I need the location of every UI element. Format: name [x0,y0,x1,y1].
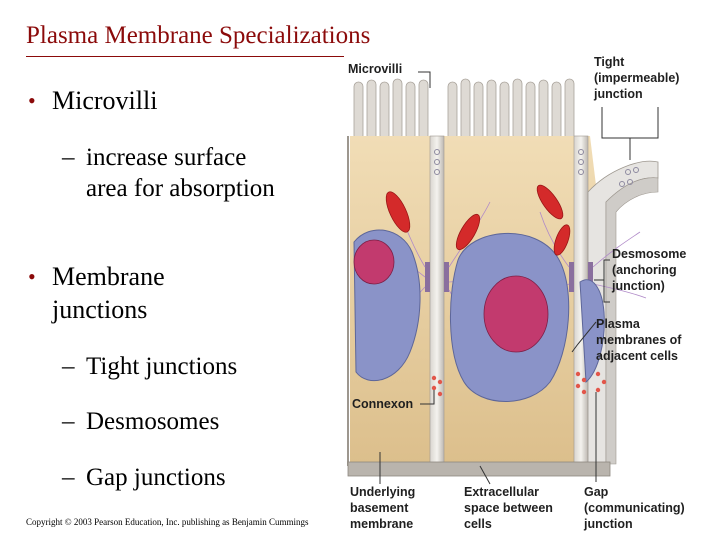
sub-bullet-text: Gap junctions [86,464,226,491]
cell-junctions-illustration [347,71,659,485]
label-line: junction) [612,279,665,293]
sub-bullet-marker: – [62,144,75,171]
cell-junctions-figure: Microvilli Tight (impermeable) junction … [340,52,720,540]
label-microvilli: Microvilli [348,62,403,76]
bullet-text: Microvilli [52,86,158,115]
label-gap-junction: Gap (communicating) junction [584,484,685,532]
sub-bullet-line: increase surface [86,144,247,171]
sub-bullet-marker: – [62,408,75,435]
bullet-marker: • [28,264,36,289]
label-line: Tight [594,55,625,69]
page-title: Plasma Membrane Specializations [26,22,371,49]
label-line: junction [584,517,633,531]
label-leader-lines [379,71,659,485]
nucleus-right [579,279,605,384]
sub-bullet-tight-junctions: – Tight junctions [62,351,342,383]
bullet-marker: • [28,88,36,113]
label-desmosome: Desmosome (anchoring junction) [612,246,686,294]
label-extracellular-space: Extracellular space between cells [464,484,553,532]
label-line: Desmosome [612,247,687,261]
nucleus-middle [450,233,570,402]
label-tight-junction: Tight (impermeable) junction [594,54,679,102]
label-line: membrane [350,517,414,531]
label-line: (communicating) [584,501,685,515]
label-plasma-membranes: Plasma membranes of adjacent cells [596,316,681,364]
sub-bullet-desmosomes: – Desmosomes [62,406,342,438]
microvilli-border [353,78,575,141]
label-line: membranes of [596,333,682,347]
mitochondria [385,184,571,256]
tight-junction [434,149,639,187]
sub-bullet-gap-junctions: – Gap junctions [62,462,342,494]
nucleus-left [353,229,421,382]
bullet-text: junctions [52,295,148,324]
label-line: cells [464,517,492,531]
label-line: Extracellular [464,485,540,499]
sub-bullet-text: Desmosomes [86,408,220,435]
gap-junction [431,371,607,397]
label-connexon: Connexon [352,397,414,411]
title-underline [26,56,344,57]
label-line: space between [464,501,553,515]
plasma-membrane-fold [605,177,659,465]
sub-bullet-marker: – [62,353,75,380]
bullet-microvilli: • Microvilli [28,84,328,118]
label-line: Underlying [350,485,416,499]
label-line: adjacent cells [596,349,678,363]
sub-bullet-marker: – [62,464,75,491]
bullet-membrane-junctions: • Membrane junctions [28,260,328,326]
sub-bullet-text: Tight junctions [86,353,238,380]
copyright-notice: Copyright © 2003 Pearson Education, Inc.… [26,517,309,527]
label-line: Gap [584,485,609,499]
basement-membrane [347,461,611,477]
label-line: (impermeable) [594,71,680,85]
sub-bullet-surface-area: – increase surface area for absorption [62,142,342,206]
label-line: junction [594,87,643,101]
bullet-text: Membrane [52,262,165,291]
label-line: (anchoring [612,263,677,277]
label-line: basement [350,501,409,515]
label-line: Plasma [596,317,640,331]
label-basement-membrane: Underlying basement membrane [350,484,415,532]
sub-bullet-line: area for absorption [86,175,275,202]
